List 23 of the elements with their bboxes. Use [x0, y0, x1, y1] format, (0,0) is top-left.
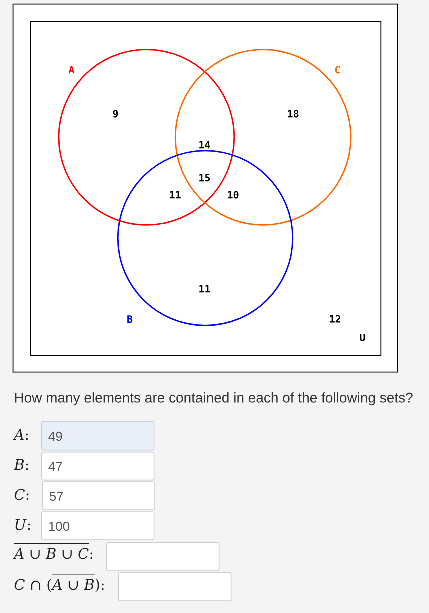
- region-count: 18: [288, 110, 299, 118]
- field-label: B:: [14, 459, 28, 470]
- region-count: 9: [113, 110, 118, 118]
- region-count: 14: [200, 141, 210, 149]
- field-label: A:: [13, 429, 28, 440]
- field-label: C:: [14, 489, 29, 500]
- set-label: C: [335, 66, 340, 74]
- region-count: 11: [200, 285, 210, 293]
- input-field: 47: [41, 452, 155, 481]
- input-field: 100: [41, 512, 155, 540]
- region-count: 12: [330, 315, 340, 323]
- set-label: B: [128, 316, 133, 323]
- input-field: 57: [42, 482, 156, 510]
- set-label: U: [360, 334, 366, 342]
- field-label: C ∩ (A ∪ B):: [14, 574, 104, 592]
- region-count: 10: [228, 191, 239, 199]
- field-label: A ∪ B ∪ C:: [13, 543, 93, 560]
- region-count: 15: [200, 174, 210, 182]
- region-count: 11: [170, 191, 181, 199]
- question-text: How many elements are contained in each of the following sets?: [15, 392, 413, 406]
- field-label: U:: [16, 519, 30, 530]
- set-label: A: [68, 66, 75, 74]
- input-field: 49: [41, 421, 155, 451]
